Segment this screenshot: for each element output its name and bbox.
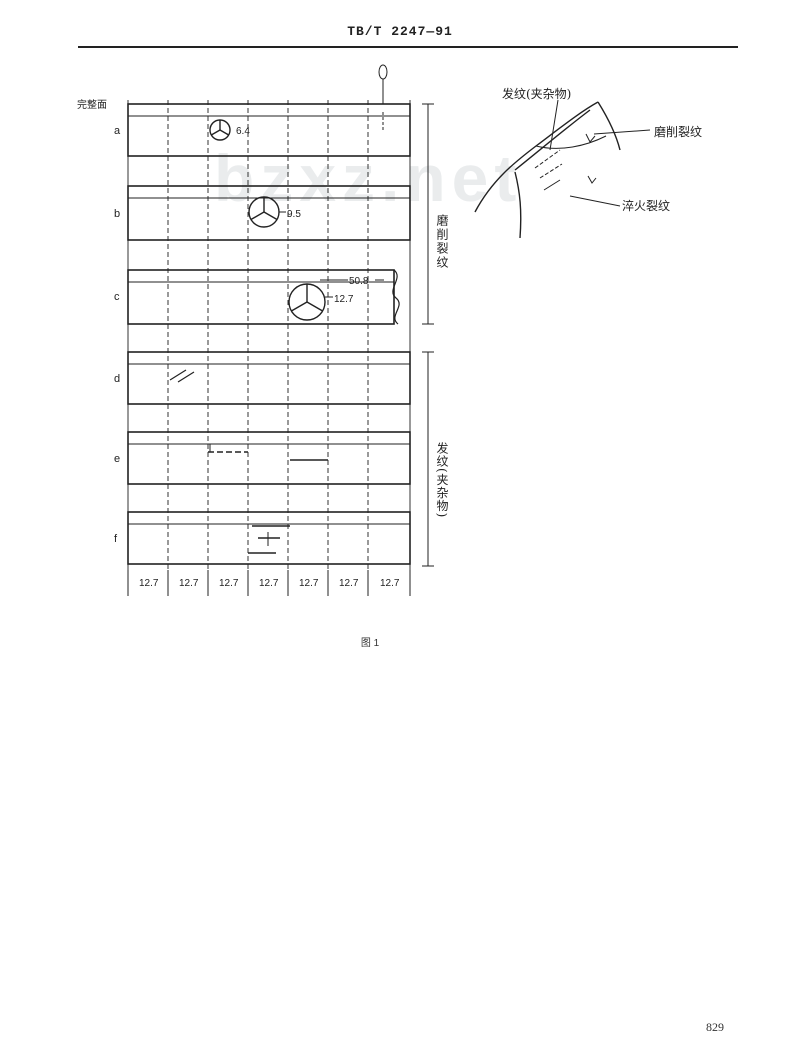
width-label-5: 12.7: [299, 578, 319, 589]
bar-f: [127, 511, 411, 565]
detail-label-grinding: 磨削裂纹: [654, 125, 702, 139]
circle-indication-c: [288, 283, 326, 321]
row-label-a: a: [114, 125, 121, 137]
bar-c-break: [392, 269, 400, 325]
width-label-1: 12.7: [139, 578, 159, 589]
bar-e: [127, 431, 411, 485]
width-label-6: 12.7: [339, 578, 359, 589]
detail-crack-marks: [534, 133, 597, 191]
dim-50-8-label: 50.8: [349, 276, 369, 287]
row-label-e: e: [114, 453, 120, 465]
width-dimension-lines: [127, 570, 411, 596]
circle-label-c: 12.7: [334, 294, 354, 305]
seam-marks-d: [169, 369, 195, 383]
group-label-grinding: 磨削裂纹: [435, 214, 449, 270]
row-label-d: d: [114, 373, 120, 385]
circle-indication-b: [248, 196, 280, 228]
bar-c: [127, 269, 395, 325]
circle-indication-a: [209, 119, 231, 141]
circle-label-a: 6.4: [236, 126, 250, 137]
group-bracket-seam: [422, 351, 434, 567]
standard-number-header: TB/T 2247—91: [347, 24, 453, 39]
detail-label-quench: 淬火裂纹: [622, 198, 670, 213]
group-label-seam: 发纹(夹杂物): [435, 441, 449, 519]
face-label: 完整面: [77, 98, 107, 111]
seam-marks-f: [248, 525, 290, 554]
width-label-7: 12.7: [380, 578, 400, 589]
detail-leader-lines: [549, 99, 651, 207]
circle-label-b: 9.5: [287, 209, 301, 220]
row-label-f: f: [114, 533, 118, 545]
probe-marker: [378, 64, 388, 130]
seam-marks-e: [208, 444, 328, 461]
header-rule: [78, 46, 738, 48]
grid-verticals: [127, 100, 411, 596]
row-label-b: b: [114, 208, 120, 220]
page-number: 829: [706, 1020, 724, 1034]
bar-b: [127, 185, 411, 241]
width-label-2: 12.7: [179, 578, 199, 589]
width-label-4: 12.7: [259, 578, 279, 589]
width-label-3: 12.7: [219, 578, 239, 589]
row-label-c: c: [114, 291, 120, 303]
bar-a: [127, 103, 411, 157]
detail-label-seam: 发纹(夹杂物): [502, 86, 571, 101]
group-bracket-grinding: [422, 103, 434, 325]
figure-caption: 图 1: [360, 638, 380, 649]
specimen-bars: [127, 103, 411, 565]
defect-detail-sketch: [474, 101, 621, 239]
bar-d: [127, 351, 411, 405]
